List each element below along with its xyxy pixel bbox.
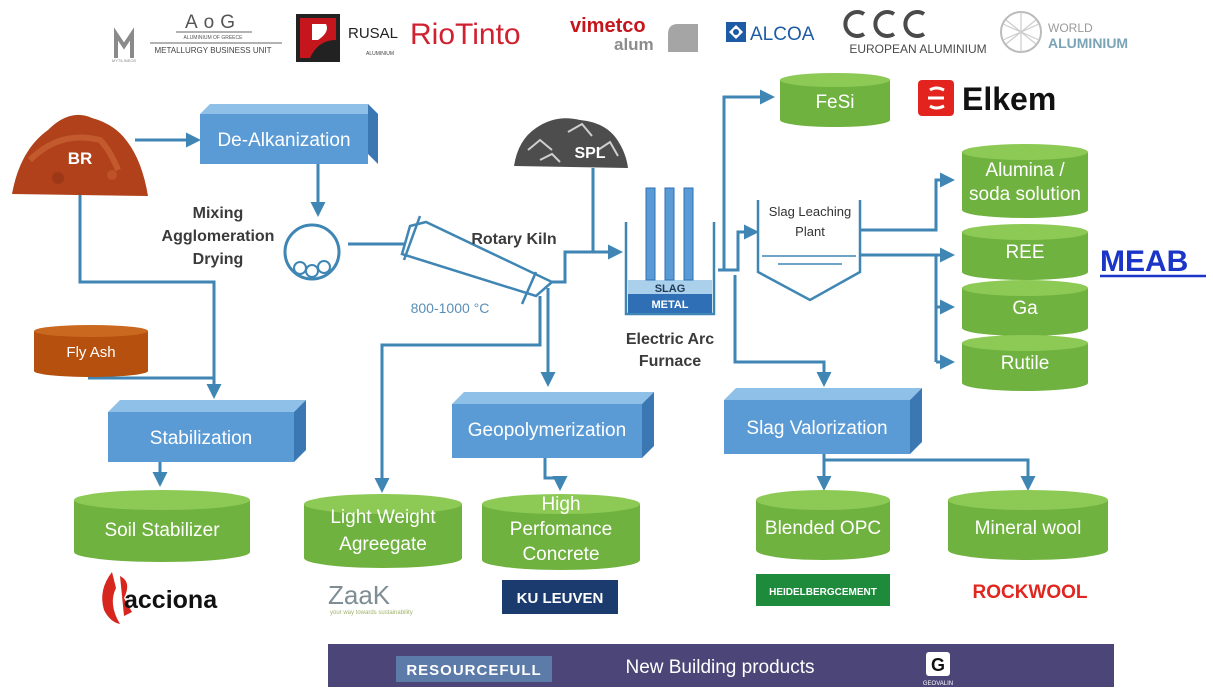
svg-text:MYTILINEOS: MYTILINEOS — [112, 58, 137, 63]
alumina-label-1: Alumina / — [985, 160, 1065, 181]
svg-text:WORLD: WORLD — [1048, 21, 1093, 35]
high-performance-concrete-cylinder: High Perfomance Concrete — [482, 494, 640, 570]
mixing-label: Mixing — [193, 205, 244, 222]
slag-leaching-label-2: Plant — [795, 224, 825, 239]
logo-riotinto: RioTinto — [410, 18, 521, 51]
rotary-kiln-label: Rotary Kiln — [471, 231, 556, 248]
svg-text:HEIDELBERGCEMENT: HEIDELBERGCEMENT — [769, 587, 877, 598]
logo-vimetco-alum: vimetco alum — [570, 15, 698, 54]
de-alkanization-box: De-Alkanization — [200, 104, 378, 164]
svg-text:RioTinto: RioTinto — [410, 18, 521, 51]
logo-aluminium-of-greece: AoG ALUMINIUM OF GREECE METALLURGY BUSIN… — [150, 12, 282, 55]
logo-european-aluminium: EUROPEAN ALUMINIUM — [843, 10, 987, 56]
rutile-cylinder: Rutile — [962, 335, 1088, 391]
logo-alcoa: ALCOA — [726, 22, 815, 45]
svg-text:AoG: AoG — [185, 12, 241, 33]
logo-ku-leuven: KU LEUVEN — [502, 580, 618, 614]
stabilization-label: Stabilization — [150, 428, 252, 449]
alumina-cylinder: Alumina / soda solution — [962, 144, 1088, 218]
flow-connectors — [78, 89, 1036, 493]
ga-label: Ga — [1012, 298, 1038, 319]
svg-text:alum: alum — [614, 35, 654, 54]
logo-rockwool: ROCKWOOL — [972, 582, 1087, 603]
footer-title: New Building products — [625, 657, 814, 678]
agglomeration-label: Agglomeration — [162, 228, 275, 245]
eaf-label-1: Electric Arc — [626, 331, 714, 348]
drying-label: Drying — [193, 251, 244, 268]
hpc-label-3: Concrete — [522, 544, 599, 565]
svg-text:ROCKWOOL: ROCKWOOL — [972, 582, 1087, 603]
electric-arc-furnace: SLAG METAL — [624, 187, 716, 316]
logo-mytilineos: MYTILINEOS — [112, 27, 137, 63]
de-alkanization-label: De-Alkanization — [217, 130, 350, 151]
geopolymerization-box: Geopolymerization — [452, 392, 654, 458]
svg-text:vimetco: vimetco — [570, 15, 646, 37]
ree-cylinder: REE — [962, 224, 1088, 280]
hpc-label-1: High — [541, 494, 580, 515]
spl-label: SPL — [574, 145, 605, 162]
logo-world-aluminium: WORLD ALUMINIUM — [1000, 11, 1128, 53]
rutile-label: Rutile — [1001, 353, 1050, 374]
fesi-cylinder: FeSi — [780, 73, 890, 127]
lwa-label-2: Agreegate — [339, 534, 427, 555]
svg-text:Elkem: Elkem — [962, 81, 1056, 117]
svg-text:your way towards sustainabilit: your way towards sustainability — [330, 610, 413, 616]
svg-text:EUROPEAN ALUMINIUM: EUROPEAN ALUMINIUM — [849, 42, 986, 56]
svg-text:KU LEUVEN: KU LEUVEN — [517, 590, 604, 607]
svg-text:METALLURGY BUSINESS UNIT: METALLURGY BUSINESS UNIT — [154, 46, 271, 55]
footer-resourcefull: RESOURCEFULL — [406, 662, 541, 679]
mineral-wool-cylinder: Mineral wool — [948, 490, 1108, 560]
logo-elkem: Elkem — [918, 80, 1056, 117]
svg-text:ALUMINIUM: ALUMINIUM — [366, 51, 394, 57]
hpc-label-2: Perfomance — [510, 519, 612, 540]
geopolymerization-label: Geopolymerization — [468, 420, 626, 441]
footer-geovalin: GEOVALIN — [923, 681, 953, 687]
slag-leaching-label-1: Slag Leaching — [769, 204, 851, 219]
logo-acciona: acciona — [102, 572, 218, 624]
soil-stabilizer-cylinder: Soil Stabilizer — [74, 490, 250, 562]
br-label: BR — [68, 149, 93, 168]
rotary-kiln — [400, 215, 555, 305]
fly-ash-cylinder: Fly Ash — [34, 325, 148, 377]
svg-text:MEAB: MEAB — [1100, 245, 1188, 278]
soil-stabilizer-label: Soil Stabilizer — [104, 520, 220, 541]
lwa-label-1: Light Weight — [330, 507, 436, 528]
svg-text:ALUMINIUM OF GREECE: ALUMINIUM OF GREECE — [184, 35, 244, 41]
svg-text:RUSAL: RUSAL — [348, 25, 398, 42]
kiln-temperature: 800-1000 °C — [411, 300, 490, 316]
svg-text:acciona: acciona — [124, 586, 218, 614]
svg-text:G: G — [931, 655, 945, 675]
eaf-label-2: Furnace — [639, 353, 701, 370]
light-weight-aggregate-cylinder: Light Weight Agreegate — [304, 494, 462, 568]
slag-valorization-box: Slag Valorization — [724, 388, 922, 454]
alumina-label-2: soda solution — [969, 184, 1081, 205]
stabilization-box: Stabilization — [108, 400, 306, 462]
ga-cylinder: Ga — [962, 280, 1088, 336]
mixing-drum — [283, 223, 341, 281]
spl-pile: SPL — [514, 118, 628, 168]
svg-text:ZaaK: ZaaK — [328, 580, 391, 610]
logo-heidelbergcement: HEIDELBERGCEMENT — [756, 574, 890, 606]
svg-text:ALCOA: ALCOA — [750, 24, 815, 45]
logo-rusal: RUSAL ALUMINIUM — [296, 14, 398, 62]
blended-opc-cylinder: Blended OPC — [756, 490, 890, 560]
footer-bar: RESOURCEFULL New Building products G GEO… — [328, 644, 1114, 687]
slag-label: SLAG — [655, 283, 686, 295]
svg-text:ALUMINIUM: ALUMINIUM — [1048, 35, 1128, 51]
ree-label: REE — [1005, 242, 1044, 263]
br-red-mud-pile: BR — [12, 114, 148, 196]
slag-valorization-label: Slag Valorization — [746, 418, 887, 439]
logo-zaak: ZaaK your way towards sustainability — [328, 580, 413, 616]
fly-ash-label: Fly Ash — [66, 344, 115, 361]
metal-label: METAL — [651, 299, 688, 311]
mineral-wool-label: Mineral wool — [975, 518, 1082, 539]
slag-leaching-plant: Slag Leaching Plant — [756, 200, 862, 302]
blended-opc-label: Blended OPC — [765, 518, 881, 539]
fesi-label: FeSi — [815, 92, 854, 113]
logo-meab: MEAB — [1100, 245, 1206, 278]
